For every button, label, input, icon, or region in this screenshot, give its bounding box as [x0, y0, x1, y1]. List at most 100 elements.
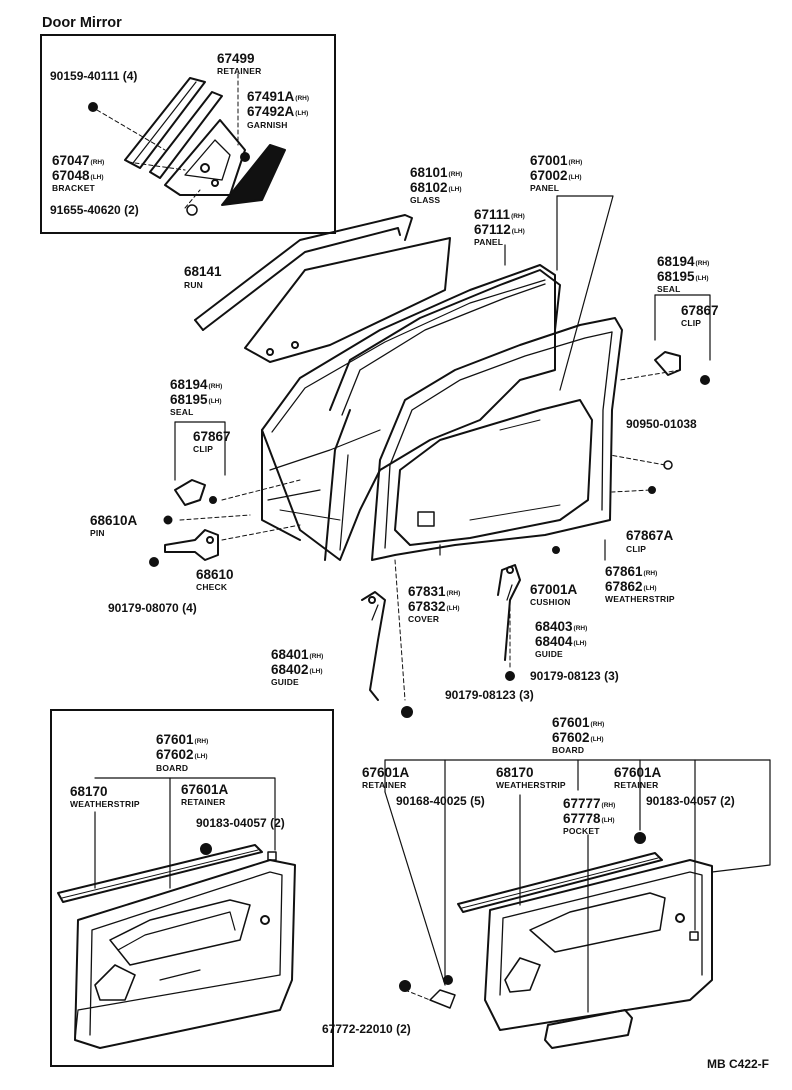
door-glass-drawing [244, 237, 451, 363]
label-68401: 68401(RH) [271, 647, 324, 662]
glass-run-drawing [194, 214, 413, 331]
label-68141-name: RUN [184, 280, 204, 290]
label-left-67601-name: BOARD [156, 763, 189, 773]
label-left-67601A: 67601A [181, 782, 229, 797]
label-left-67601: 67601(RH) [156, 732, 209, 747]
label-67001A-name: CUSHION [530, 597, 571, 607]
label-right-67778: 67778(LH) [563, 811, 615, 826]
service-cover-drawing [394, 399, 593, 546]
label-67867A: 67867A [626, 528, 674, 543]
label-67499-name: RETAINER [217, 66, 262, 76]
label-67867-right-name: CLIP [681, 318, 702, 328]
rear-weatherstrip-drawing [457, 852, 663, 913]
label-68194-right: 68194(RH) [657, 254, 710, 269]
label-68194-right-name: SEAL [657, 284, 681, 294]
label-67772: 67772-22010 (2) [322, 1022, 411, 1036]
label-67831-name: COVER [408, 614, 440, 624]
label-68610A: 68610A [90, 513, 138, 528]
label-right-67777: 67777(RH) [563, 796, 616, 811]
label-right-67601A-a-name: RETAINER [362, 780, 407, 790]
label-67861-name: WEATHERSTRIP [605, 594, 675, 604]
check-drawing [164, 529, 219, 561]
label-68610: 68610 [196, 567, 234, 582]
label-68402: 68402(LH) [271, 662, 323, 677]
label-90159: 90159-40111 (4) [50, 69, 138, 83]
label-right-90183: 90183-04057 (2) [646, 794, 735, 808]
label-67867-right: 67867 [681, 303, 719, 318]
rear-board-drawing [484, 859, 713, 1031]
seal-right-drawing [654, 351, 681, 376]
label-68195-right: 68195(LH) [657, 269, 709, 284]
label-67862: 67862(LH) [605, 579, 657, 594]
pin-drawing [163, 515, 173, 525]
label-68610-name: CHECK [196, 582, 228, 592]
label-68401-name: GUIDE [271, 677, 299, 687]
footer-code: MB C422-F [707, 1057, 770, 1071]
label-67867-left: 67867 [193, 429, 231, 444]
label-67048: 67048(LH) [52, 168, 104, 183]
label-91655: 91655-40620 (2) [50, 203, 139, 217]
label-67047-name: BRACKET [52, 183, 95, 193]
label-68195-left: 68195(LH) [170, 392, 222, 407]
label-67001A: 67001A [530, 582, 578, 597]
mirror-garnish-drawing [221, 144, 286, 206]
label-68102: 68102(LH) [410, 180, 462, 195]
bolt-90179-070-drawing [149, 557, 159, 567]
label-right-67601A-b: 67601A [614, 765, 662, 780]
label-68404: 68404(LH) [535, 634, 587, 649]
label-67111-name: PANEL [474, 237, 504, 247]
inset-title: Door Mirror [42, 15, 122, 31]
front-weatherstrip-drawing [57, 844, 263, 903]
label-67831: 67831(RH) [408, 584, 461, 599]
front-board-inset-frame [50, 709, 334, 1067]
label-left-68170-name: WEATHERSTRIP [70, 799, 140, 809]
label-67867-left-name: CLIP [193, 444, 214, 454]
label-right-67601-name: BOARD [552, 745, 585, 755]
label-68101: 68101(RH) [410, 165, 463, 180]
label-left-68170: 68170 [70, 784, 108, 799]
label-67491A: 67491A(RH) [247, 89, 310, 104]
label-right-67602: 67602(LH) [552, 730, 604, 745]
label-left-90183: 90183-04057 (2) [196, 816, 285, 830]
label-67861: 67861(RH) [605, 564, 658, 579]
label-68194-left-name: SEAL [170, 407, 194, 417]
label-left-67601A-name: RETAINER [181, 797, 226, 807]
guide-68403-drawing [497, 564, 521, 661]
label-67499: 67499 [217, 51, 255, 66]
label-right-90168: 90168-40025 (5) [396, 794, 485, 808]
label-67002: 67002(LH) [530, 168, 582, 183]
label-90950: 90950-01038 [626, 417, 697, 431]
pocket-drawing [544, 1009, 633, 1049]
label-right-67601A-a: 67601A [362, 765, 410, 780]
seal-left-drawing [174, 479, 206, 506]
label-right-67777-name: POCKET [563, 826, 600, 836]
label-right-67601A-b-name: RETAINER [614, 780, 659, 790]
weatherstrip-frame-drawing [371, 317, 623, 561]
mirror-bracket-drawing [164, 119, 246, 196]
label-right-68170-name: WEATHERSTRIP [496, 780, 566, 790]
label-67001: 67001(RH) [530, 153, 583, 168]
label-68194-left: 68194(RH) [170, 377, 223, 392]
screw-90159-drawing [88, 102, 98, 112]
label-68101-name: GLASS [410, 195, 441, 205]
door-panel-drawing [261, 264, 556, 561]
label-68403-name: GUIDE [535, 649, 563, 659]
outer-sash-drawing [324, 269, 561, 561]
label-left-67602: 67602(LH) [156, 747, 208, 762]
label-67492A: 67492A(LH) [247, 104, 309, 119]
label-67111: 67111(RH) [474, 207, 525, 222]
label-67047: 67047(RH) [52, 153, 105, 168]
label-90179-08123-a: 90179-08123 (3) [530, 669, 619, 683]
label-90179-08070: 90179-08070 (4) [108, 601, 197, 615]
label-right-68170: 68170 [496, 765, 534, 780]
retainer-left-drawing [429, 989, 456, 1009]
front-board-drawing [74, 859, 296, 1049]
label-67001-name: PANEL [530, 183, 560, 193]
label-90179-08123-b: 90179-08123 (3) [445, 688, 534, 702]
guide-68401-drawing [361, 591, 386, 701]
label-68610A-name: PIN [90, 528, 105, 538]
label-68403: 68403(RH) [535, 619, 588, 634]
door-mirror-inset-frame [40, 34, 336, 234]
label-67832: 67832(LH) [408, 599, 460, 614]
